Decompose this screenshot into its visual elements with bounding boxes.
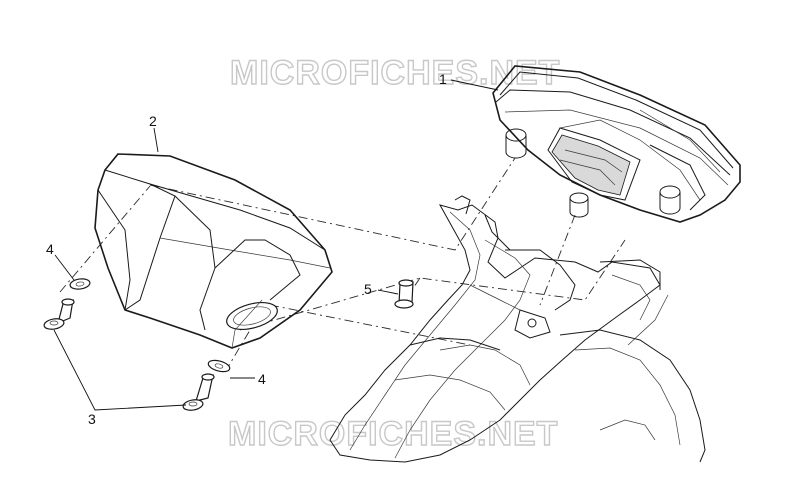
callout-4-top-label: 4 (46, 241, 54, 257)
frame-bracket-structure (329, 195, 706, 463)
instrument-cluster-part (492, 65, 741, 223)
grommet-part (394, 279, 414, 309)
washer-bottom-part (207, 359, 231, 373)
callout-2-label: 2 (149, 113, 157, 129)
assembly-lines (59, 157, 626, 373)
callout-3-label: 3 (88, 411, 96, 427)
screw-bottom-part (182, 373, 215, 411)
watermark-bottom: MICROFICHES.NET (228, 415, 558, 453)
dashboard-cover-part (94, 153, 333, 349)
watermark-top: MICROFICHES.NET (230, 54, 560, 92)
callout-5-label: 5 (364, 281, 372, 297)
callout-4-bottom-label: 4 (258, 371, 266, 387)
washer-top-part (69, 278, 91, 290)
leader-lines (53, 79, 499, 411)
screw-top-part (43, 298, 75, 330)
callout-1-label: 1 (439, 71, 447, 87)
